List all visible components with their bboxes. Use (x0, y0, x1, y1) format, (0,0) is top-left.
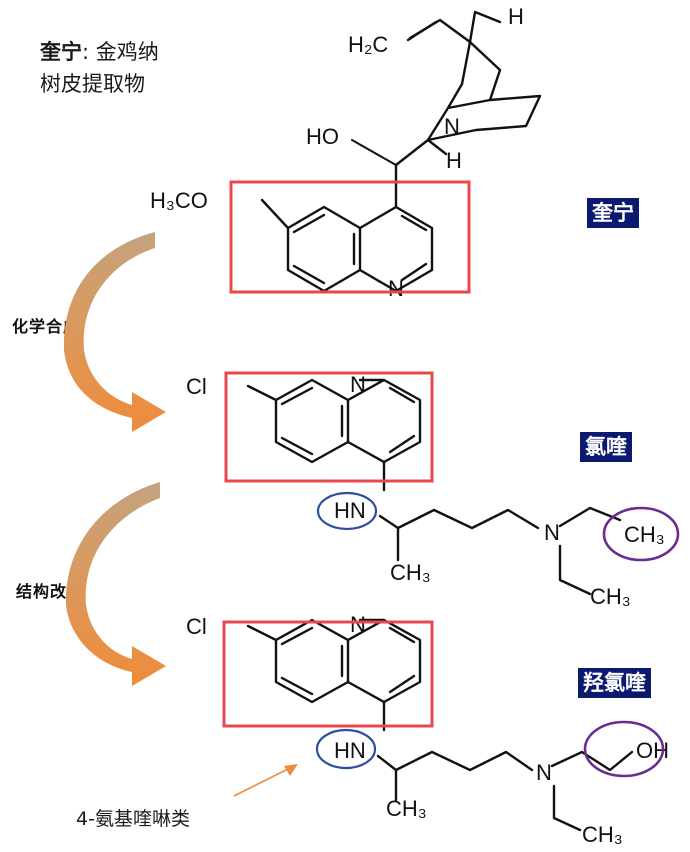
quinoline-box-1 (229, 180, 471, 294)
atom-ch3-5: CH₃ (582, 822, 623, 847)
oh-circle (583, 720, 665, 778)
source-text: 奎宁: 金鸡纳 树皮提取物 (40, 36, 159, 100)
atom-n-hcq: N (350, 612, 366, 637)
atom-ch3-1: CH₃ (390, 560, 431, 585)
quinoline-box-3 (222, 620, 434, 728)
atom-hn-1: HN (334, 498, 366, 523)
atom-cl-1: Cl (186, 374, 207, 399)
atom-h-bottom: H (446, 148, 462, 173)
atom-ch3-2: CH₃ (624, 522, 665, 547)
source-line2: 树皮提取物 (40, 72, 145, 96)
atom-h3co: H₃CO (150, 188, 208, 213)
chloroquine-structure (246, 378, 622, 596)
source-rest: : 金鸡纳 (82, 40, 159, 64)
atom-hn-2: HN (334, 738, 366, 763)
curved-arrow-1 (63, 232, 166, 432)
quinine-structure (260, 10, 542, 293)
hydroxychloroquine-structure (246, 618, 634, 832)
label-quinine: 奎宁 (587, 198, 639, 228)
note-4-aminoquinoline: 4-氨基喹啉类 (76, 808, 190, 830)
atom-cl-2: Cl (186, 614, 207, 639)
atom-n-amine-2: N (536, 760, 552, 785)
hn-circle-2 (315, 728, 377, 770)
atom-ch3-3: CH₃ (590, 584, 631, 609)
atom-h2c: H₂C (348, 32, 388, 57)
atom-n-amine-1: N (544, 520, 560, 545)
label-hydroxychloroquine: 羟氯喹 (578, 668, 651, 698)
curved-arrow-2 (65, 482, 166, 686)
ch3-circle (602, 506, 680, 562)
step-chemical-synthesis: 化学合成 (12, 317, 81, 336)
atom-h-top: H (508, 4, 524, 29)
atom-n-cq: N (350, 372, 366, 397)
atom-ho: HO (306, 124, 339, 149)
source-bold: 奎宁 (40, 40, 82, 64)
quinoline-box-2 (224, 371, 434, 483)
label-chloroquine: 氯喹 (580, 432, 632, 462)
atom-ch3-4: CH₃ (386, 796, 427, 821)
atom-n-quinuclidine: N (444, 114, 460, 139)
hn-circle-1 (316, 491, 378, 531)
note-pointer-arrow (233, 764, 298, 797)
atom-n-quinoline: N (388, 276, 404, 301)
